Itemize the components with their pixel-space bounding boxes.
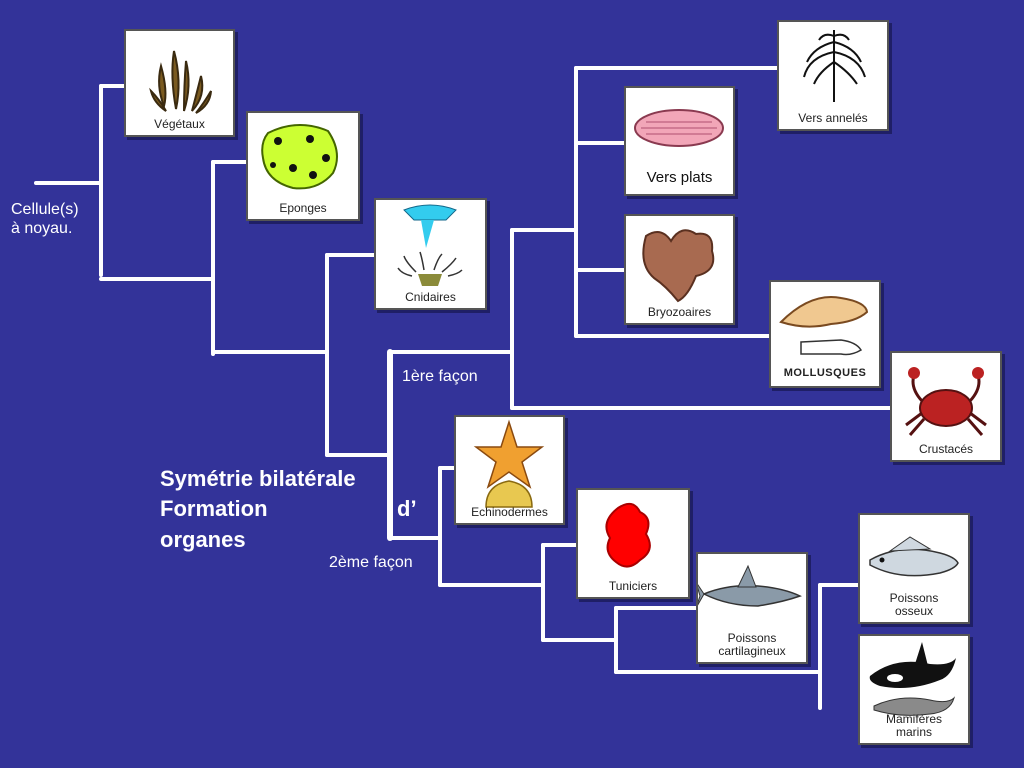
card-cnidaires: Cnidaires [374, 198, 487, 310]
seaweed-icon [149, 50, 212, 114]
crab-icon [905, 367, 987, 436]
bryozoan-icon [642, 229, 715, 303]
mamiferes-marins-caption: Mamifères marins [885, 712, 942, 739]
formation-suffix-label: d’ [397, 496, 417, 521]
crustaces-caption: Crustacés [918, 442, 974, 456]
card-poissons-osseux: Poissons osseux [858, 513, 970, 624]
formation-label: Formation [160, 496, 268, 521]
poissons-osseux-caption: Poissons osseux [889, 591, 939, 618]
cnidaires-caption: Cnidaires [405, 290, 456, 304]
vegetaux-caption: Végétaux [154, 117, 205, 131]
branch-1-label: 1ère façon [402, 368, 478, 385]
shell-icon [779, 296, 869, 356]
vers-plats-caption: Vers plats [646, 169, 713, 186]
flatworm-icon [634, 109, 724, 147]
eponges-caption: Eponges [279, 201, 327, 215]
annelid-worm-icon [803, 30, 866, 102]
echinodermes-caption: Echinodermes [471, 505, 548, 519]
sponge-icon [261, 123, 338, 190]
card-echinodermes: Echinodermes [454, 415, 565, 525]
starfish-icon [473, 419, 545, 508]
card-vers-plats: Vers plats [624, 86, 735, 196]
card-crustaces: Crustacés [890, 351, 1002, 462]
card-mamiferes-marins: Mamifères marins [858, 634, 970, 745]
organes-label: organes [160, 527, 246, 552]
branch-2-label: 2ème façon [329, 554, 413, 571]
bony-fish-icon [869, 536, 959, 577]
card-eponges: Eponges [246, 111, 360, 221]
bryozoaires-caption: Bryozoaires [647, 305, 712, 319]
card-poissons-cartilagineux: Poissons cartilagineux [696, 552, 808, 664]
tuniciers-caption: Tuniciers [608, 579, 658, 593]
poissons-cartilagineux-caption: Poissons cartilagineux [718, 631, 786, 658]
jellyfish-icon [397, 204, 463, 286]
card-vers-anneles: Vers annelés [777, 20, 889, 131]
card-bryozoaires: Bryozoaires [624, 214, 735, 325]
orca-icon [869, 642, 956, 716]
tunicate-icon [605, 502, 651, 568]
bilateral-symmetry-title: Symétrie bilatérale [160, 466, 356, 491]
vers-anneles-caption: Vers annelés [798, 111, 868, 125]
card-mollusques: MOLLUSQUES [769, 280, 881, 388]
card-vegetaux: Végétaux [124, 29, 235, 137]
root-label: Cellule(s) à noyau. [11, 201, 79, 237]
mollusques-caption: MOLLUSQUES [783, 367, 867, 379]
card-tuniciers: Tuniciers [576, 488, 690, 599]
shark-icon [698, 564, 802, 607]
